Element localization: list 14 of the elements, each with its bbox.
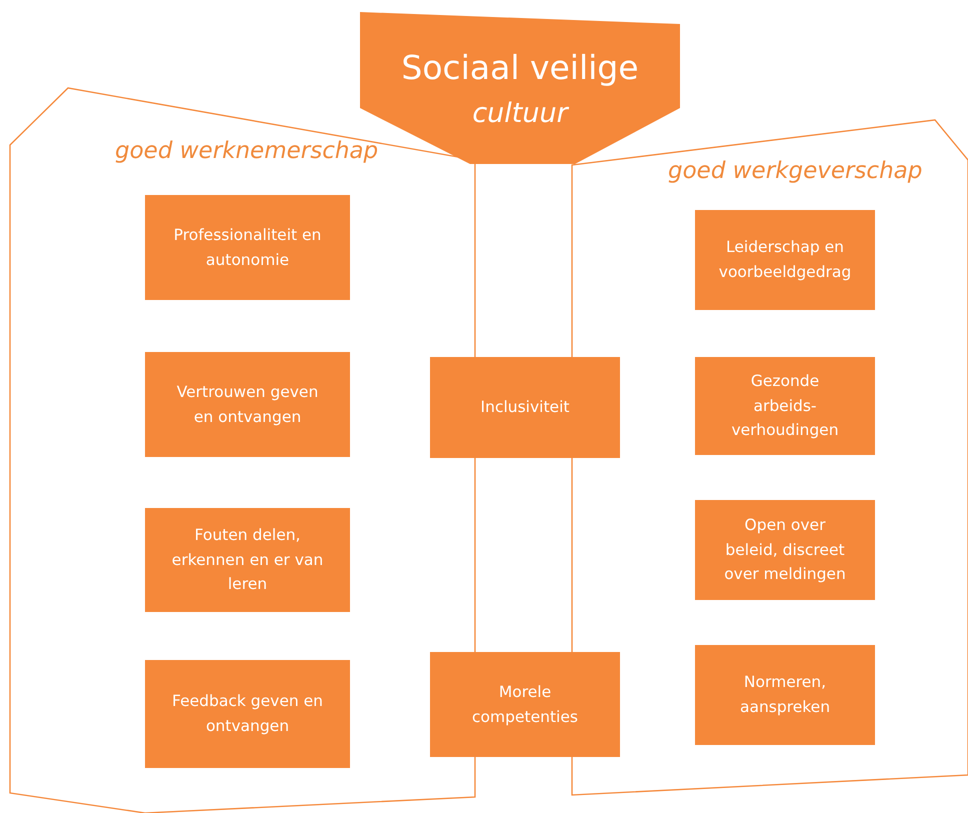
title-text: Sociaal veilige — [400, 48, 640, 87]
process-box: Gezonde arbeids- verhoudingen — [695, 357, 875, 455]
panel-heading: goed werknemerschap — [115, 138, 378, 164]
process-box: Open over beleid, discreet over meldingen — [695, 500, 875, 600]
process-box: Vertrouwen geven en ontvangen — [145, 352, 350, 457]
panel-heading: goed werkgeverschap — [668, 158, 922, 184]
process-box: Inclusiviteit — [430, 357, 620, 458]
title-text: cultuur — [471, 98, 570, 129]
process-box: Feedback geven en ontvangen — [145, 660, 350, 768]
process-box: Leiderschap en voorbeeldgedrag — [695, 210, 875, 310]
process-box: Morele competenties — [430, 652, 620, 757]
process-box: Professionaliteit en autonomie — [145, 195, 350, 300]
process-box: Fouten delen, erkennen en er van leren — [145, 508, 350, 612]
process-box: Normeren, aanspreken — [695, 645, 875, 745]
